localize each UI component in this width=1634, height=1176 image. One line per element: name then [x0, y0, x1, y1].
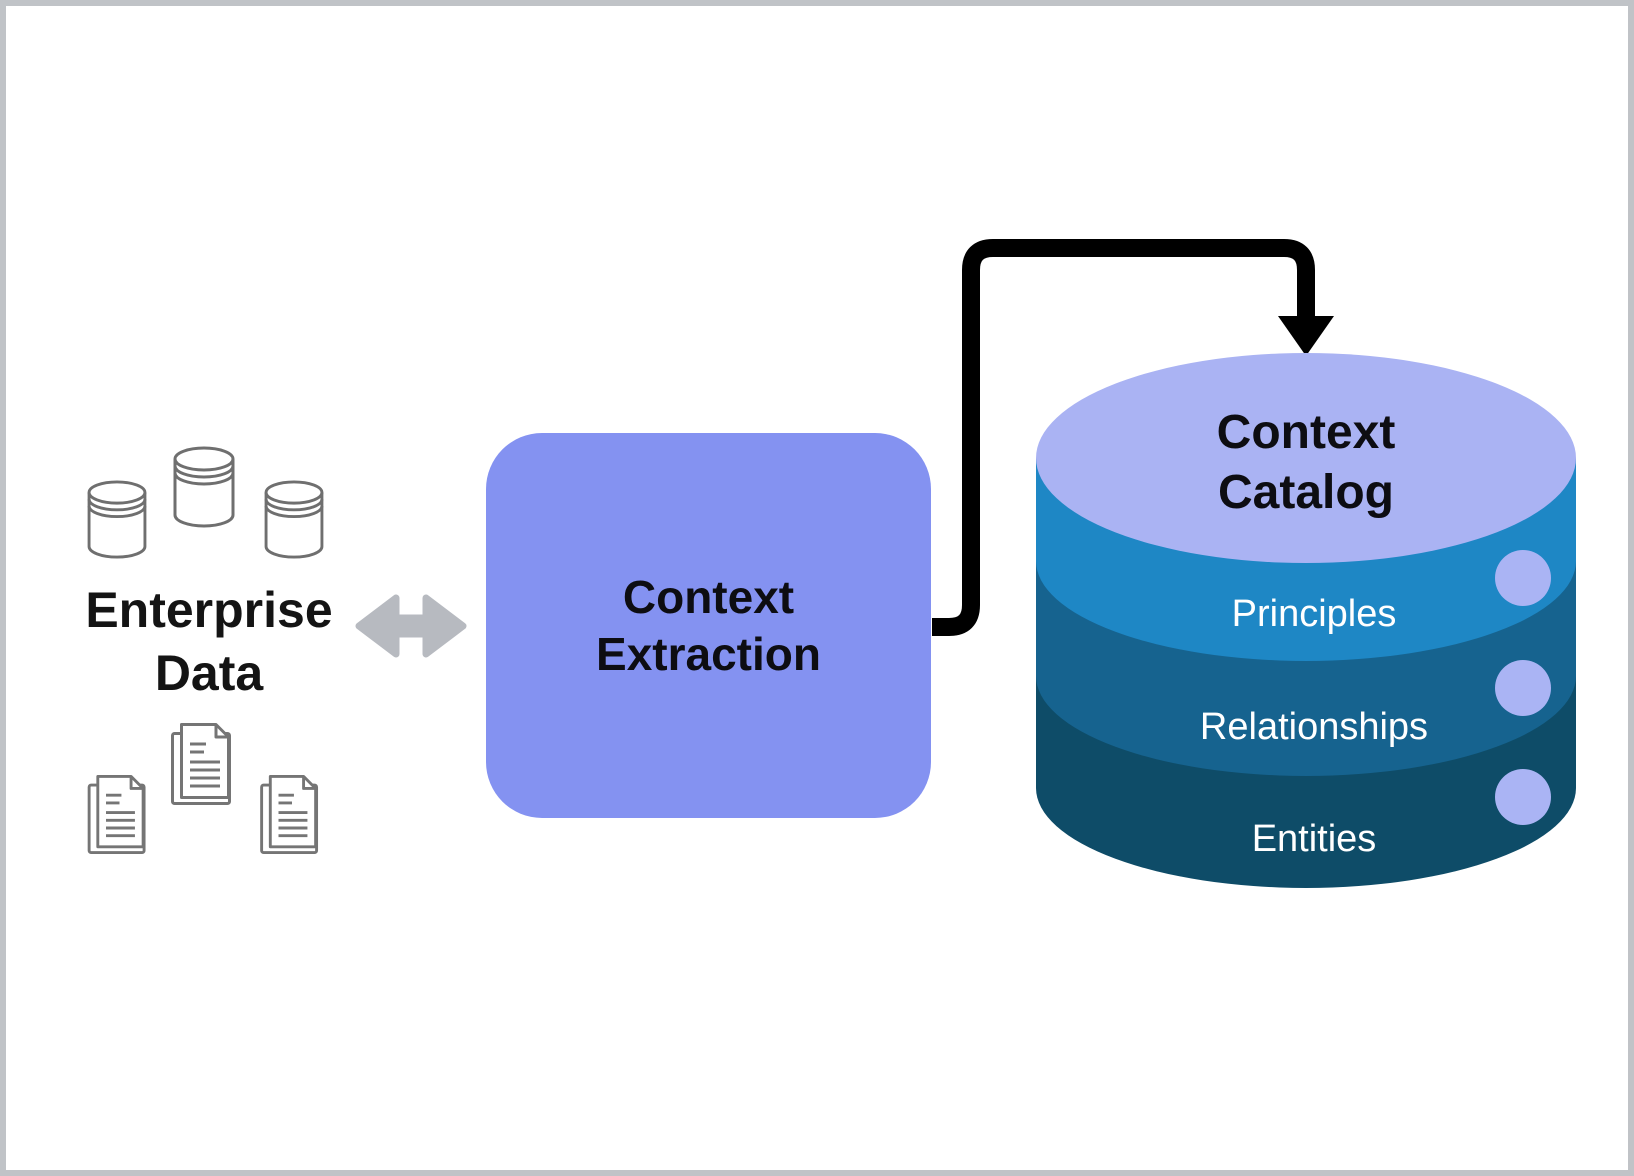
catalog-layer-label-principles: Principles: [1231, 593, 1397, 635]
catalog-layer-label-entities: Entities: [1251, 818, 1377, 860]
database-icon: [173, 446, 235, 528]
context-extraction-label: Context Extraction: [596, 569, 821, 683]
arrowhead-down-icon: [1278, 316, 1334, 356]
database-icon: [264, 480, 324, 559]
catalog-layer-label-relationships: Relationships: [1199, 706, 1429, 748]
catalog-top-ellipse: [1036, 353, 1576, 563]
document-icon: [170, 722, 232, 806]
document-icon: [87, 774, 146, 855]
double-headed-arrow-icon: [355, 594, 467, 658]
context-catalog-title-line1: Context: [1216, 406, 1396, 459]
context-catalog-title-line2: Catalog: [1217, 466, 1394, 519]
document-icon: [260, 774, 319, 855]
enterprise-data-line1: Enterprise: [85, 582, 333, 638]
layer-dot-icon: [1495, 769, 1551, 825]
layer-dot-icon: [1495, 660, 1551, 716]
context-extraction-line1: Context: [622, 570, 795, 623]
diagram-graphics: [87, 239, 1576, 888]
database-icon: [87, 480, 147, 559]
context-catalog-cylinder: [1036, 353, 1576, 888]
layer-dot-icon: [1495, 550, 1551, 606]
context-catalog-title: Context Catalog: [1101, 403, 1511, 523]
context-extraction-box: Context Extraction: [486, 433, 931, 818]
elbow-arrow: [932, 239, 1315, 636]
enterprise-data-label: Enterprise Data: [49, 579, 369, 705]
context-extraction-line2: Extraction: [596, 627, 821, 680]
enterprise-data-line2: Data: [154, 645, 264, 701]
